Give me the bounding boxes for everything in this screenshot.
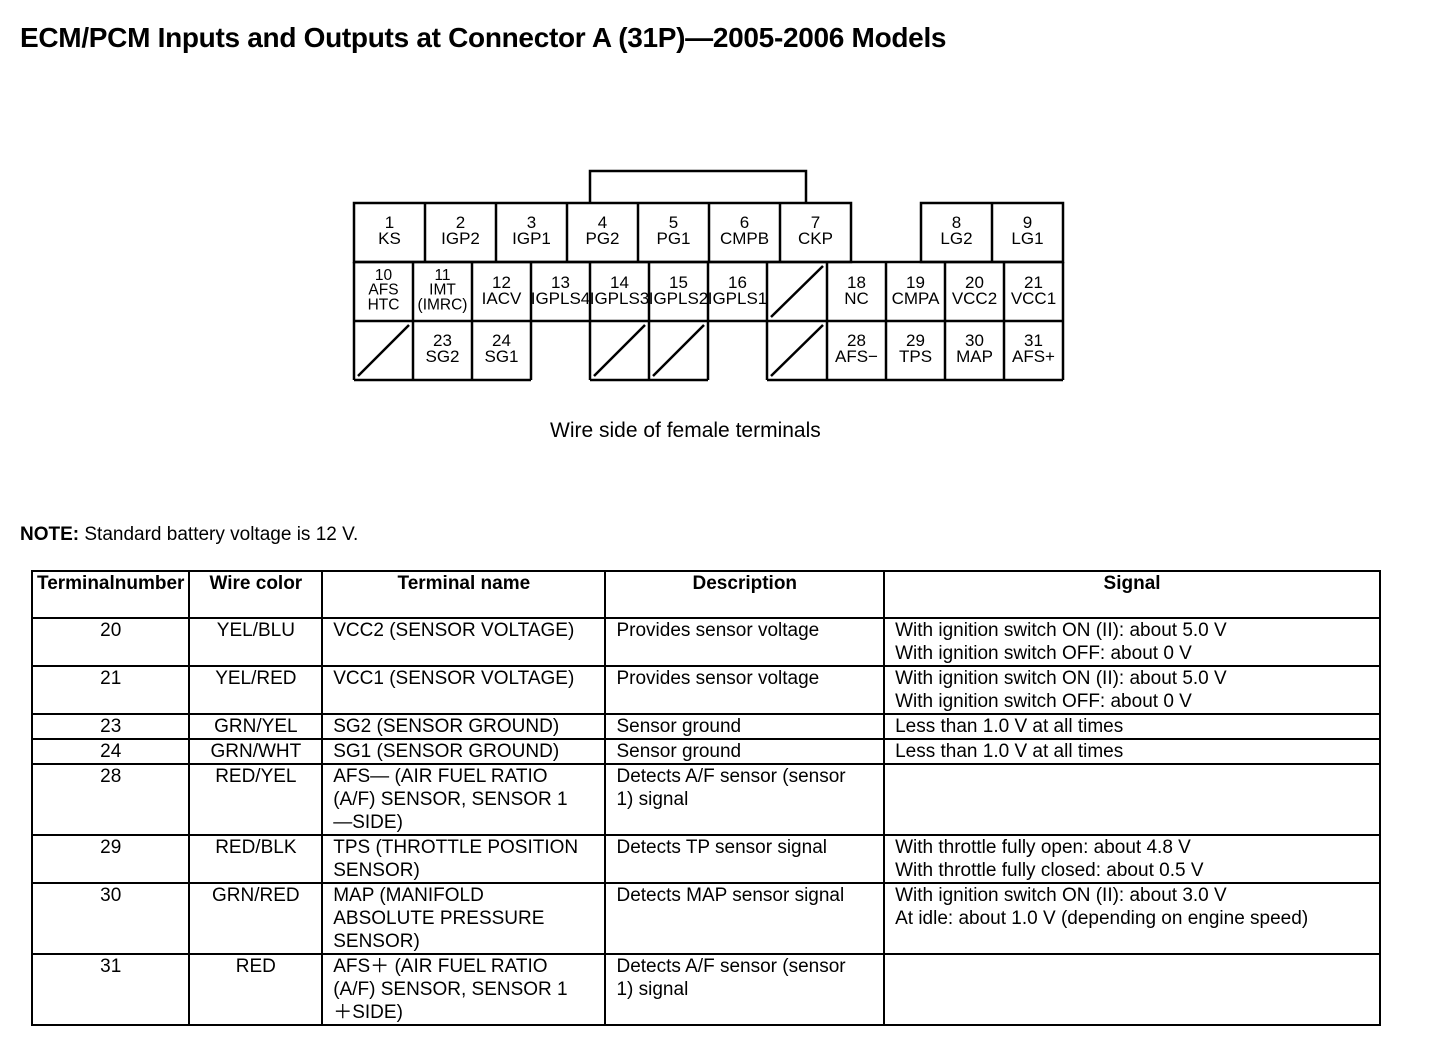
terminal-number-cell: 29 bbox=[30, 834, 191, 884]
blank-cell-slash bbox=[357, 324, 410, 377]
description-cell: Provides sensor voltage bbox=[604, 665, 886, 715]
signal-cell: With ignition switch ON (II): about 5.0 … bbox=[883, 617, 1381, 667]
description-cell: Detects TP sensor signal bbox=[604, 834, 886, 884]
note: NOTE: Standard battery voltage is 12 V. bbox=[20, 524, 358, 546]
signal-cell bbox=[883, 763, 1381, 836]
header-terminal-number: Terminalnumber bbox=[30, 570, 191, 619]
blank-cell-slash bbox=[652, 324, 705, 377]
terminal-name-cell: AFS— (AIR FUEL RATIO(A/F) SENSOR, SENSOR… bbox=[321, 763, 607, 836]
header-description: Description bbox=[604, 570, 886, 619]
connector-outline bbox=[352, 169, 1065, 382]
signal-cell: With ignition switch ON (II): about 5.0 … bbox=[883, 665, 1381, 715]
blank-cell-slash bbox=[770, 265, 824, 318]
diagram-caption: Wire side of female terminals bbox=[550, 419, 821, 442]
terminal-number-cell: 23 bbox=[30, 713, 191, 740]
description-cell: Provides sensor voltage bbox=[604, 617, 886, 667]
blank-cell-slash bbox=[593, 324, 646, 377]
signal-cell: Less than 1.0 V at all times bbox=[883, 713, 1381, 740]
note-label: NOTE: bbox=[20, 524, 80, 545]
wire-color-cell: GRN/RED bbox=[188, 882, 324, 955]
description-cell: Sensor ground bbox=[604, 713, 886, 740]
blank-cell-slash bbox=[770, 324, 824, 377]
terminal-number-cell: 21 bbox=[30, 665, 191, 715]
description-cell: Detects MAP sensor signal bbox=[604, 882, 886, 955]
wire-color-cell: GRN/YEL bbox=[188, 713, 324, 740]
wire-color-cell: RED bbox=[188, 953, 324, 1026]
terminal-name-cell: SG2 (SENSOR GROUND) bbox=[321, 713, 607, 740]
terminal-number-cell: 31 bbox=[30, 953, 191, 1026]
terminal-number-cell: 20 bbox=[30, 617, 191, 667]
connector-key bbox=[588, 169, 808, 203]
wire-color-cell: RED/BLK bbox=[188, 834, 324, 884]
wire-color-cell: YEL/BLU bbox=[188, 617, 324, 667]
signal-cell bbox=[883, 953, 1381, 1026]
page-title: ECM/PCM Inputs and Outputs at Connector … bbox=[20, 22, 947, 53]
wire-color-cell: GRN/WHT bbox=[188, 738, 324, 765]
terminal-number-cell: 28 bbox=[30, 763, 191, 836]
terminal-name-cell: VCC2 (SENSOR VOLTAGE) bbox=[321, 617, 607, 667]
header-terminal-name: Terminal name bbox=[321, 570, 607, 619]
wire-color-cell: YEL/RED bbox=[188, 665, 324, 715]
description-cell: Sensor ground bbox=[604, 738, 886, 765]
wire-color-cell: RED/YEL bbox=[188, 763, 324, 836]
terminal-number-cell: 24 bbox=[30, 738, 191, 765]
signal-cell: Less than 1.0 V at all times bbox=[883, 738, 1381, 765]
note-text: Standard battery voltage is 12 V. bbox=[79, 524, 359, 545]
terminal-number-cell: 30 bbox=[30, 882, 191, 955]
signal-cell: With ignition switch ON (II): about 3.0 … bbox=[883, 882, 1381, 955]
header-wire-color: Wire color bbox=[188, 570, 324, 619]
terminal-name-cell: SG1 (SENSOR GROUND) bbox=[321, 738, 607, 765]
terminal-name-cell: AFS＋ (AIR FUEL RATIO(A/F) SENSOR, SENSOR… bbox=[321, 953, 607, 1026]
terminal-name-cell: VCC1 (SENSOR VOLTAGE) bbox=[321, 665, 607, 715]
header-signal: Signal bbox=[883, 570, 1381, 619]
